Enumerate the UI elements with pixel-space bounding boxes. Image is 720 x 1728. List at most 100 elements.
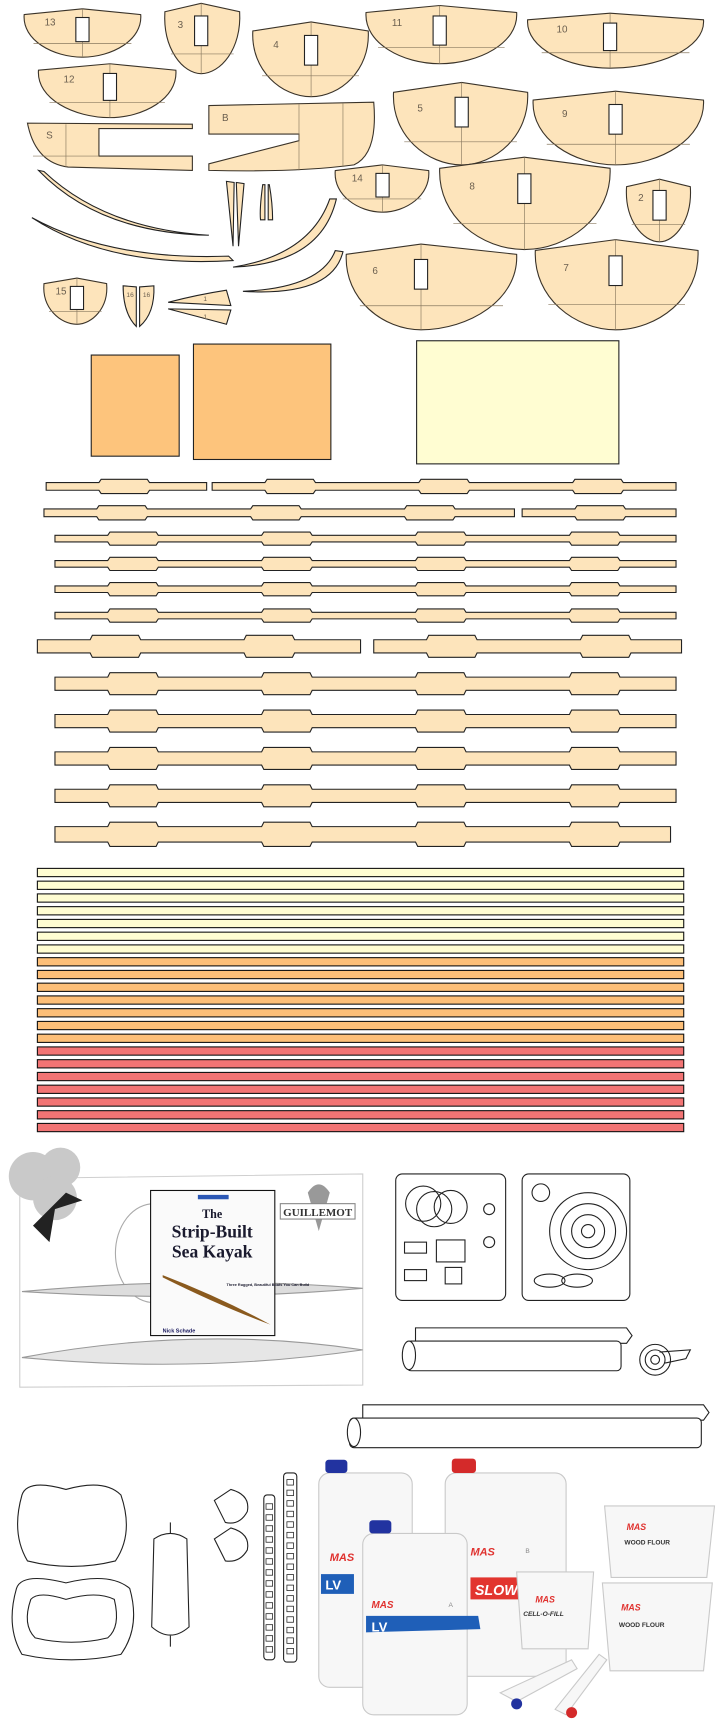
form-slot: [608, 255, 623, 287]
strongback-piece: [36, 634, 362, 658]
hatch-cover: [17, 1484, 127, 1567]
form-slot: [102, 72, 118, 101]
form-number-label: 3: [178, 20, 184, 31]
rail-hole: [286, 1637, 294, 1644]
rail-hole: [265, 1591, 273, 1598]
wood-flour-tub: [601, 1582, 713, 1672]
strongback-piece: [521, 505, 677, 521]
cedar-strip: [36, 1008, 685, 1018]
lv-label: LV: [372, 1619, 388, 1634]
piece-1a-label: 1: [203, 296, 207, 303]
station-form: 4: [252, 21, 369, 98]
fiberglass-roll-long: [346, 1404, 710, 1449]
form-number-label: 2: [638, 193, 644, 204]
epoxy-products: MAS LV MAS B SLOW MAS A LV MAS CELL-O-FI…: [318, 1458, 716, 1719]
kayaker-logo-icon: [32, 1192, 83, 1243]
station-form: 5: [392, 81, 529, 166]
plywood-sheet-medium: [192, 343, 332, 461]
rail-hole: [286, 1500, 294, 1507]
station-form: 2: [626, 178, 691, 243]
cedar-strip: [36, 995, 685, 1005]
rail-hole: [286, 1574, 294, 1581]
rail-hole: [265, 1580, 273, 1587]
cedar-strips: [36, 867, 685, 1133]
plywood-sheet-small: [90, 354, 180, 457]
form-15-pieces-16: 16 16 1 1: [122, 285, 232, 328]
cedar-strip: [36, 944, 685, 954]
station-form: 12: [37, 63, 177, 119]
form-slot: [69, 285, 85, 311]
cedar-strip: [36, 1122, 685, 1133]
form-slot: [517, 173, 532, 205]
strongback-piece: [54, 746, 677, 771]
station-form: 10: [527, 12, 705, 69]
cedar-strip: [36, 1033, 685, 1043]
rail-hole: [265, 1525, 273, 1532]
brand-label: MAS: [470, 1546, 495, 1558]
book-title-2: Strip-Built: [172, 1222, 253, 1242]
cedar-strip: [36, 918, 685, 929]
cedar-strip: [36, 1046, 685, 1056]
strongback-piece: [373, 634, 683, 658]
rail-hole: [286, 1595, 294, 1602]
brand-label: MAS: [372, 1600, 394, 1611]
strongback-piece: [54, 821, 672, 847]
rail-hole: [265, 1646, 273, 1653]
strongback-piece: [54, 709, 677, 733]
piece-16a-label: 16: [126, 292, 134, 299]
station-form: 7: [534, 239, 699, 331]
cell-o-fill-tub: [516, 1571, 595, 1650]
piece-1b-label: 1: [203, 314, 207, 321]
station-form: 3: [164, 2, 241, 75]
station-form: 8: [439, 156, 611, 251]
station-form: 9: [532, 90, 705, 166]
stem-pieces: [31, 169, 344, 293]
rail-hole: [286, 1563, 294, 1570]
bow-form: B: [208, 101, 375, 172]
book-title-3: Sea Kayak: [172, 1242, 253, 1262]
rail-hole: [286, 1605, 294, 1613]
book-title-1: The: [202, 1207, 223, 1221]
form-number-label: 5: [417, 103, 423, 114]
strongback-piece: [54, 784, 677, 808]
rail-hole: [265, 1514, 273, 1521]
cedar-strip: [36, 1059, 685, 1069]
form-slot: [194, 15, 209, 47]
rail-hole: [286, 1489, 294, 1497]
form-slot: [454, 96, 469, 128]
mark-a: A: [448, 1602, 453, 1609]
cedar-strip: [36, 1084, 685, 1094]
stern-form: S: [26, 122, 193, 171]
strongback-piece: [45, 478, 208, 495]
brand-label: MAS: [627, 1522, 647, 1532]
form-slot: [652, 189, 667, 221]
wood-flour-tub: [603, 1505, 716, 1578]
rail-hole: [286, 1510, 294, 1518]
cedar-strip: [36, 1071, 685, 1082]
form-number-label: 12: [63, 75, 74, 86]
rail-hole: [265, 1635, 273, 1642]
cedar-strip: [36, 906, 685, 916]
rail-hole: [265, 1569, 273, 1576]
pump: [498, 1659, 578, 1703]
plywood-sheet-cream: [416, 340, 620, 465]
wood-flour-label: WOOD FLOUR: [619, 1622, 665, 1629]
book-author: Nick Schade: [163, 1328, 196, 1334]
pump-red-cap-icon: [566, 1707, 578, 1719]
pump: [554, 1653, 608, 1716]
rail-hole: [265, 1602, 273, 1609]
cedar-strip: [36, 982, 685, 992]
strongback-piece: [54, 582, 677, 597]
form-number-label: 9: [562, 109, 568, 120]
foot-brace-rail: [263, 1494, 276, 1661]
rail-hole: [286, 1542, 294, 1549]
lv-label: LV: [325, 1577, 341, 1592]
form-number-label: 4: [273, 40, 279, 51]
strongback-piece: [54, 531, 677, 546]
piece-16b-label: 16: [143, 292, 151, 299]
form-slot: [413, 258, 429, 290]
station-form: 13: [23, 8, 142, 58]
form-number-label: 13: [45, 18, 56, 29]
